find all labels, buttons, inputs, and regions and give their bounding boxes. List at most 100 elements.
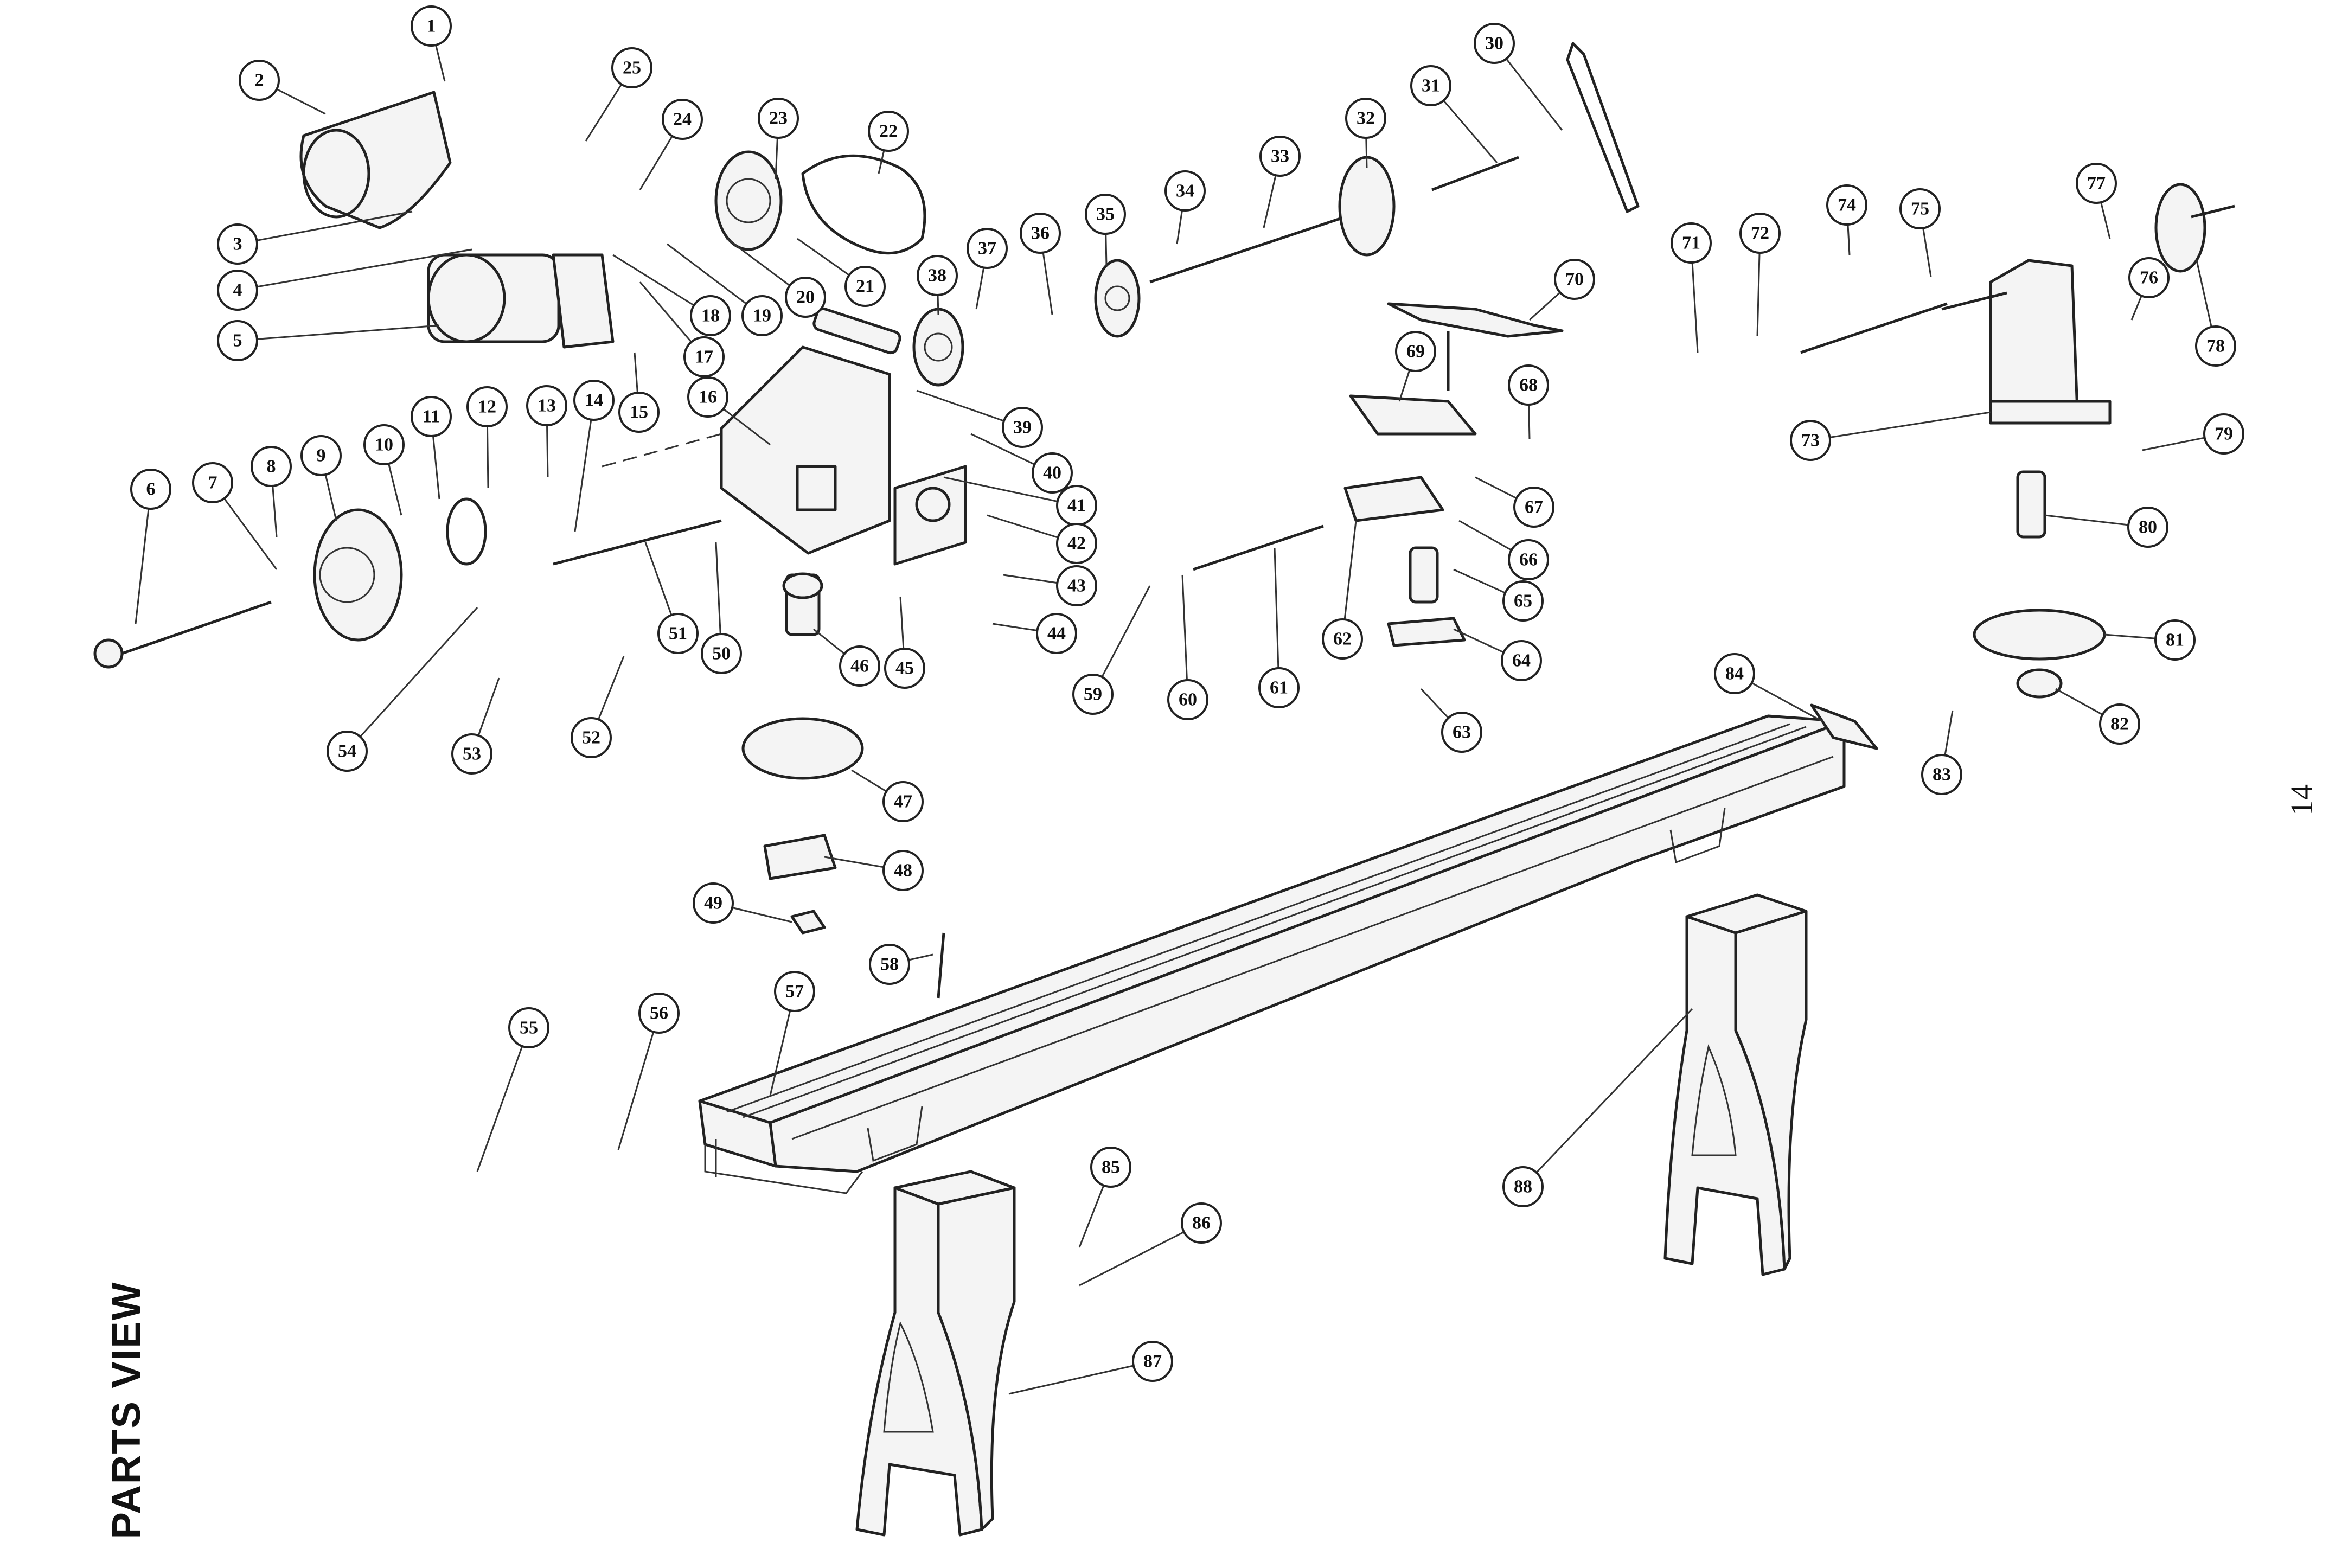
callout-number: 45 — [895, 658, 914, 679]
callout-36: 36 — [1020, 213, 1061, 315]
callout-7: 7 — [192, 462, 278, 570]
callout-22: 22 — [868, 111, 909, 174]
callout-20: 20 — [726, 238, 826, 318]
callout-leader-line — [1522, 1008, 1693, 1188]
page-number: 14 — [2284, 784, 2319, 816]
callout-number: 68 — [1519, 375, 1538, 395]
callout-66: 66 — [1458, 520, 1549, 580]
callout-74: 74 — [1826, 184, 1867, 255]
callout-17: 17 — [639, 281, 725, 377]
callout-number: 86 — [1192, 1213, 1211, 1233]
callout-84: 84 — [1714, 653, 1823, 722]
callout-number: 72 — [1751, 223, 1769, 244]
callout-number: 10 — [375, 435, 393, 455]
callout-circle — [1345, 98, 1386, 139]
callout-number: 49 — [704, 893, 722, 913]
callout-number: 59 — [1084, 684, 1102, 705]
callout-circle — [844, 266, 886, 307]
callout-15: 15 — [618, 352, 660, 433]
callout-number: 84 — [1725, 664, 1744, 684]
callout-number: 13 — [538, 396, 556, 416]
callout-62: 62 — [1322, 520, 1363, 660]
callout-number: 9 — [317, 446, 326, 466]
callout-circle — [1322, 618, 1363, 660]
callout-78: 78 — [2195, 260, 2236, 367]
callout-16: 16 — [687, 376, 771, 446]
callout-circle — [1513, 487, 1554, 528]
callout-19: 19 — [667, 243, 783, 336]
callout-13: 13 — [526, 385, 567, 478]
callout-41: 41 — [943, 476, 1097, 526]
callout-circle — [363, 424, 405, 465]
callout-circle — [1474, 23, 1515, 64]
callout-leader-line — [1008, 1360, 1153, 1395]
callout-number: 18 — [701, 306, 720, 326]
callout-circle — [411, 396, 452, 437]
callout-circle — [217, 320, 258, 361]
callout-number: 1 — [427, 16, 436, 36]
callout-57: 57 — [769, 971, 815, 1096]
callout-number: 37 — [978, 239, 996, 259]
callout-leader-line — [476, 1027, 530, 1172]
callout-leader-line — [617, 1013, 660, 1150]
callout-circle — [1036, 613, 1077, 654]
callout-number: 43 — [1067, 576, 1086, 596]
callout-circle — [1167, 679, 1208, 720]
callout-circle — [573, 380, 615, 421]
callout-63: 63 — [1420, 688, 1482, 753]
callout-72: 72 — [1739, 213, 1781, 337]
callout-circle — [2195, 325, 2236, 367]
lathe-bed-drawing — [698, 714, 1846, 1194]
callout-10: 10 — [363, 424, 405, 516]
callout-number: 7 — [208, 473, 217, 493]
callout-number: 57 — [785, 982, 804, 1002]
callout-leader-line — [346, 606, 478, 752]
callout-circle — [1921, 754, 1962, 795]
callout-56: 56 — [617, 993, 680, 1150]
right-leg-drawing — [1663, 893, 1808, 1276]
callout-77: 77 — [2076, 163, 2117, 239]
callout-70: 70 — [1528, 259, 1595, 321]
callout-number: 71 — [1682, 233, 1700, 253]
callout-number: 5 — [233, 331, 242, 351]
callout-6: 6 — [130, 469, 171, 624]
callout-79: 79 — [2142, 413, 2244, 455]
callout-number: 19 — [753, 306, 771, 326]
callout-76: 76 — [2128, 257, 2170, 321]
callout-number: 73 — [1801, 431, 1820, 451]
callout-49: 49 — [693, 882, 792, 924]
callout-circle — [1056, 523, 1097, 564]
callout-circle — [1508, 539, 1549, 580]
section-title: PARTS VIEW — [104, 1281, 149, 1539]
callout-5: 5 — [217, 320, 440, 361]
callout-68: 68 — [1508, 364, 1549, 440]
callout-number: 78 — [2206, 336, 2225, 356]
callout-circle — [839, 645, 880, 687]
callout-number: 61 — [1270, 678, 1288, 698]
callout-circle — [411, 5, 452, 47]
callout-31: 31 — [1410, 65, 1498, 163]
callout-43: 43 — [1003, 565, 1097, 606]
callout-number: 60 — [1179, 690, 1197, 710]
callout-65: 65 — [1453, 568, 1544, 622]
callout-circle — [1899, 188, 1941, 229]
callout-circle — [758, 98, 799, 139]
callout-46: 46 — [813, 628, 880, 687]
callout-4: 4 — [217, 248, 472, 311]
callout-circle — [2128, 257, 2170, 298]
callout-circle — [1056, 565, 1097, 606]
callout-circle — [882, 850, 924, 891]
callout-47: 47 — [851, 769, 924, 822]
callout-circle — [508, 1007, 549, 1048]
callout-number: 55 — [520, 1018, 538, 1038]
callout-circle — [2076, 163, 2117, 204]
callout-75: 75 — [1899, 188, 1941, 277]
callout-number: 42 — [1067, 534, 1086, 554]
callout-number: 23 — [769, 108, 788, 129]
callout-71: 71 — [1671, 222, 1712, 353]
callout-64: 64 — [1453, 628, 1542, 681]
callout-number: 16 — [699, 387, 717, 407]
callout-circle — [217, 270, 258, 311]
callout-number: 88 — [1514, 1177, 1532, 1197]
